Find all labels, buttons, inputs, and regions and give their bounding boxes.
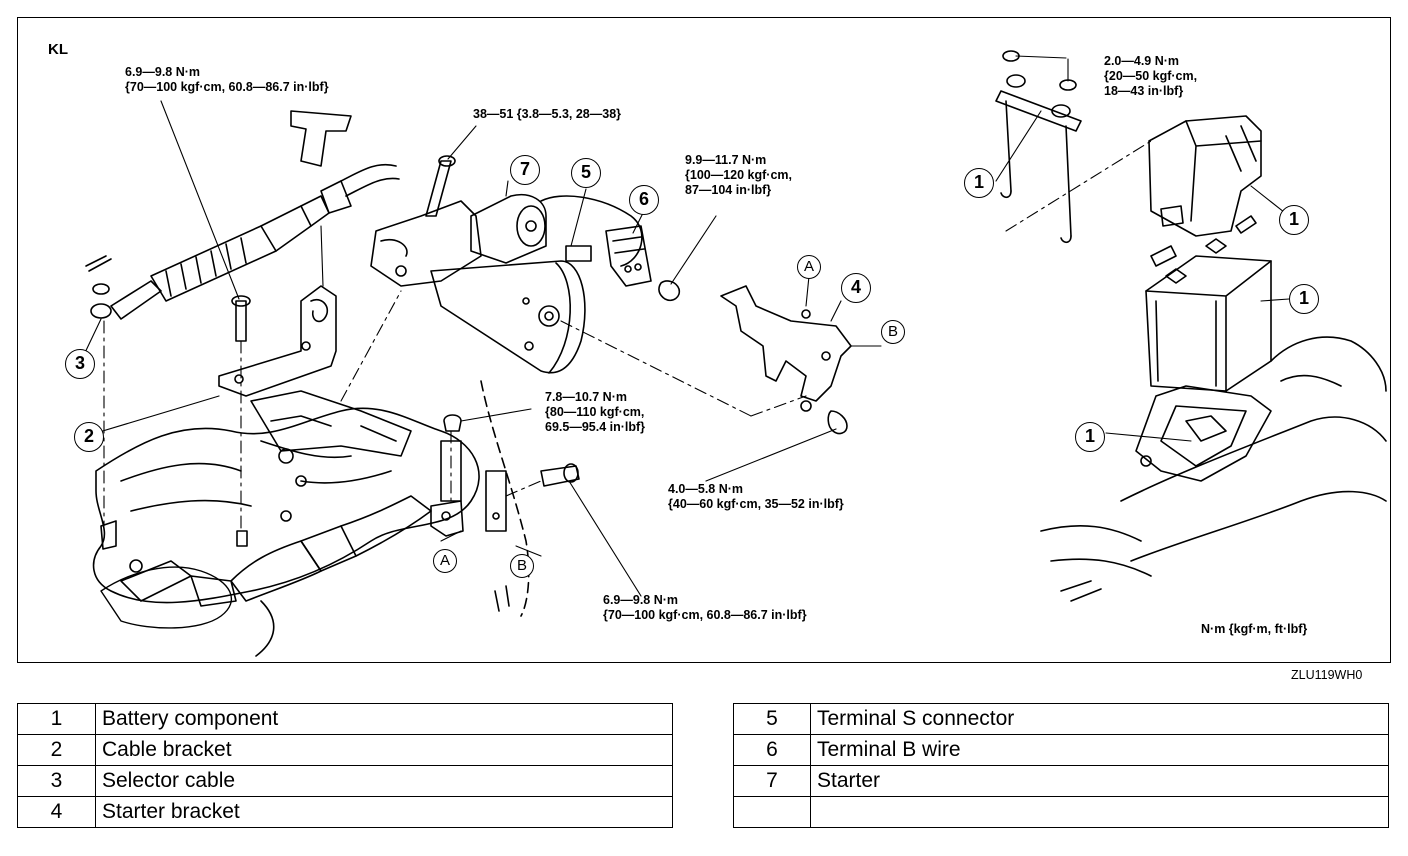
legend-part-name: Selector cable [95,765,673,797]
callout-3: 3 [65,349,95,379]
cable-bracket-drawing [218,110,352,397]
callout-6: 6 [629,185,659,215]
battery-hold-down-drawing [995,50,1152,244]
legend-part-name: Terminal S connector [810,703,1389,735]
legend-number [733,796,811,828]
legend-part-name: Starter bracket [95,796,673,828]
callout-1-battery: 1 [1289,284,1319,314]
battery-drawing [1145,215,1272,392]
legend-part-name: Cable bracket [95,734,673,766]
torque-spec-cable-bracket-bolt: 6.9—9.8 N·m {70—100 kgf·cm, 60.8—86.7 in… [125,65,329,94]
selector-cable-drawing [85,163,400,320]
bracket-bolts-drawing [100,295,251,550]
legend-row [733,796,1389,828]
callout-5: 5 [571,158,601,188]
torque-spec-battery-clamp-nut: 2.0—4.9 N·m {20—50 kgf·cm, 18—43 in·lbf} [1104,54,1198,98]
legend-row: 1 Battery component [17,703,673,735]
starter-drawing [370,155,643,374]
legend-row: 6 Terminal B wire [733,734,1389,766]
callout-a-lower: A [433,549,457,573]
legend-number: 5 [733,703,811,735]
legend-number: 3 [17,765,96,797]
torque-spec-bracket-nut-lower: 4.0—5.8 N·m {40—60 kgf·cm, 35—52 in·lbf} [668,482,844,511]
torque-spec-terminal-b-nut: 9.9—11.7 N·m {100—120 kgf·cm, 87—104 in·… [685,153,793,197]
diagram-frame: 6.9—9.8 N·m {70—100 kgf·cm, 60.8—86.7 in… [17,17,1391,663]
engine-code-label: KL [48,41,68,58]
callout-2: 2 [74,422,104,452]
connector-brackets-drawing [430,380,580,617]
legend-row: 2 Cable bracket [17,734,673,766]
legend-row: 3 Selector cable [17,765,673,797]
legend-number: 2 [17,734,96,766]
battery-cover-drawing [1148,115,1262,237]
callout-b-upper: B [881,320,905,344]
legend-number: 7 [733,765,811,797]
figure-code: ZLU119WH0 [1291,668,1363,682]
legend-row: 5 Terminal S connector [733,703,1389,735]
exploded-view-drawing [80,50,1387,657]
legend-part-name: Terminal B wire [810,734,1389,766]
legend-row: 4 Starter bracket [17,796,673,828]
callout-1-hold-down: 1 [964,168,994,198]
callout-7: 7 [510,155,540,185]
legend-part-name: Battery component [95,703,673,735]
leader-lines [80,100,882,597]
legend-number: 4 [17,796,96,828]
callout-a-upper: A [797,255,821,279]
legend-number: 1 [17,703,96,735]
legend-row: 7 Starter [733,765,1389,797]
battery-tray-drawing [1040,336,1387,602]
parts-legend-left: 1 Battery component 2 Cable bracket 3 Se… [17,703,673,828]
torque-spec-bracket-nut-upper: 7.8—10.7 N·m {80—110 kgf·cm, 69.5—95.4 i… [545,390,646,434]
torque-spec-starter-bolt: 38—51 {3.8—5.3, 28—38} [473,107,622,121]
transmission-case-drawing [92,390,480,657]
torque-spec-bracket-bolt-lower: 6.9—9.8 N·m {70—100 kgf·cm, 60.8—86.7 in… [603,593,807,622]
units-note: N·m {kgf·m, ft·lbf} [1201,622,1308,636]
terminal-b-wire-drawing [605,225,681,302]
battery-leader-lines [995,110,1290,442]
starter-bracket-drawing [720,285,852,435]
legend-number: 6 [733,734,811,766]
callout-1-cover: 1 [1279,205,1309,235]
parts-legend-right: 5 Terminal S connector 6 Terminal B wire… [733,703,1389,828]
callout-b-lower: B [510,554,534,578]
callout-1-tray: 1 [1075,422,1105,452]
callout-4: 4 [841,273,871,303]
legend-part-name: Starter [810,765,1389,797]
legend-part-name [810,796,1389,828]
